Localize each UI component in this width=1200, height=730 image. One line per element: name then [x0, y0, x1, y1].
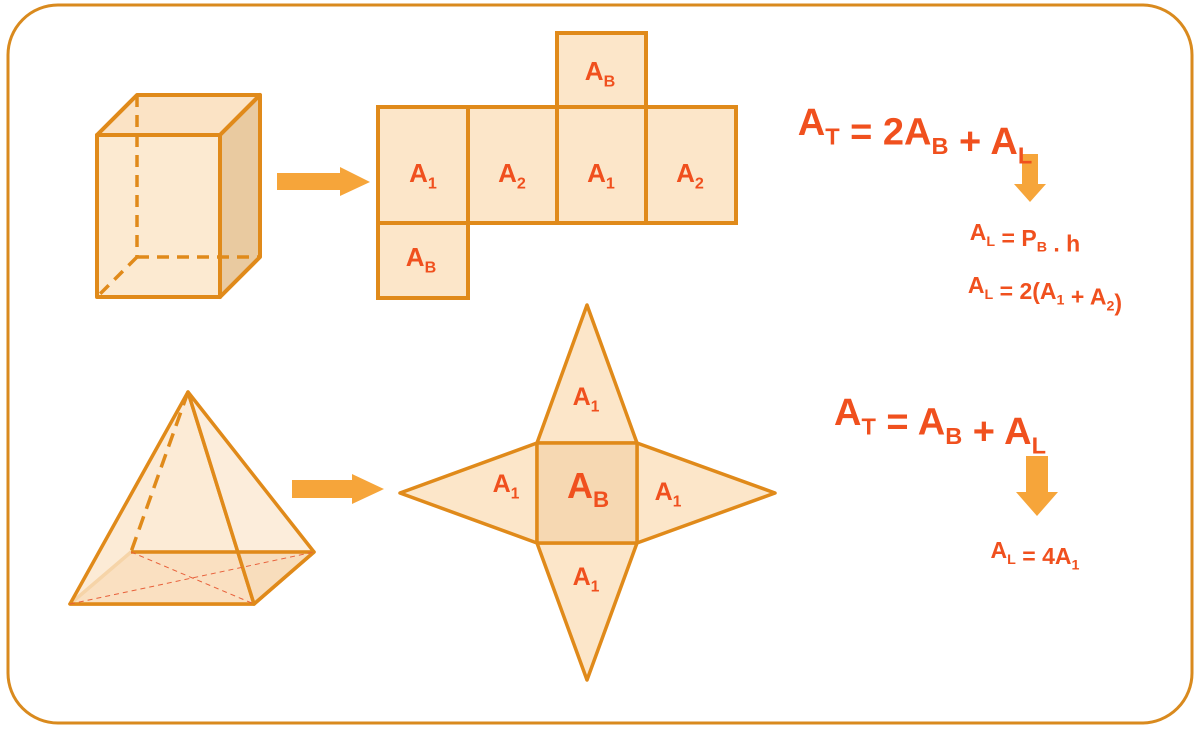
pyramid-total-area-formula: AT = AB + AL: [834, 392, 1046, 459]
prism-lateral-area-formula: AL = PB . h: [970, 219, 1080, 257]
pyramid-lateral-area-formula: AL = 4A1: [991, 537, 1080, 574]
arrow-right-icon: [277, 167, 370, 196]
prism-lateral-area-expanded-formula: AL = 2(A1 + A2): [968, 272, 1122, 315]
arrow-down-icon: [1014, 154, 1046, 202]
face-label: A1: [409, 158, 437, 193]
rectangular-prism: [95, 93, 262, 299]
face-label: AB: [567, 465, 609, 512]
face-label: AB: [585, 56, 615, 91]
face-label: A1: [493, 470, 520, 502]
face-label: A2: [676, 158, 704, 193]
pyramid-net: [398, 303, 777, 682]
face-label: A1: [587, 158, 615, 193]
face-label: A1: [573, 383, 600, 415]
arrow-right-icon: [292, 474, 384, 504]
prism-total-area-formula: AT = 2AB + AL: [798, 102, 1033, 169]
arrow-down-icon: [1016, 456, 1058, 516]
prism-net: [376, 31, 738, 300]
face-label: AB: [406, 242, 436, 277]
face-label: A1: [655, 478, 682, 510]
face-label: A1: [573, 563, 600, 595]
face-label: A2: [498, 158, 526, 193]
square-pyramid: [68, 390, 316, 606]
